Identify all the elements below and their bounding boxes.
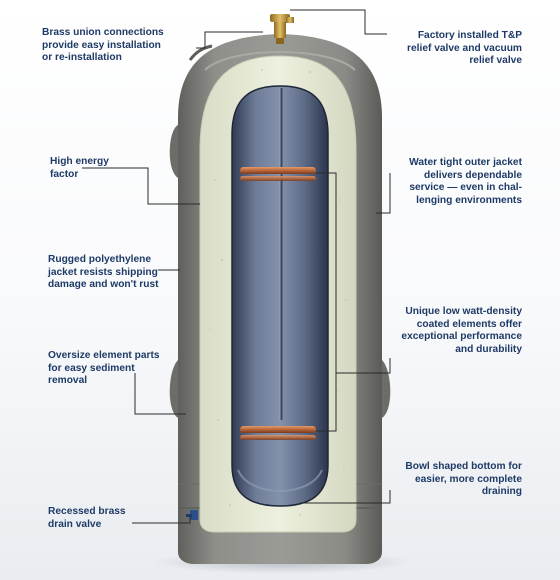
leader-outer-jacket <box>376 173 391 214</box>
callout-brass-union: Brass union connections provide easy ins… <box>42 27 164 63</box>
leader-element-parts <box>134 373 186 415</box>
callout-watt-density: Unique low watt-density coated elements … <box>401 306 522 355</box>
leader-watt-density-lower <box>316 373 337 432</box>
lower-heating-element <box>240 426 316 440</box>
leader-brass-union <box>196 31 263 49</box>
callout-polyethylene-jacket: Rugged polyethylene jacket resists shipp… <box>48 254 159 290</box>
callout-tp-valve: Factory installed T&P relief valve and v… <box>407 30 522 66</box>
tp-relief-valve <box>270 14 294 44</box>
drain-valve <box>186 510 198 520</box>
leader-bowl-bottom <box>300 490 391 504</box>
callout-energy-factor: High energy factor <box>50 156 109 180</box>
callout-drain-valve: Recessed brass drain valve <box>48 506 126 530</box>
leader-tp-valve <box>290 9 387 35</box>
leader-drain-valve <box>132 516 191 524</box>
upper-heating-element <box>240 167 316 181</box>
callout-bowl-bottom: Bowl shaped bottom for easier, more comp… <box>405 461 522 497</box>
callout-outer-jacket: Water tight outer jacket delivers depend… <box>409 157 522 206</box>
leader-lines <box>82 9 391 524</box>
leader-energy-factor <box>82 167 200 205</box>
inner-tank <box>231 85 329 507</box>
callout-element-parts: Oversize element parts for easy sediment… <box>48 350 160 386</box>
